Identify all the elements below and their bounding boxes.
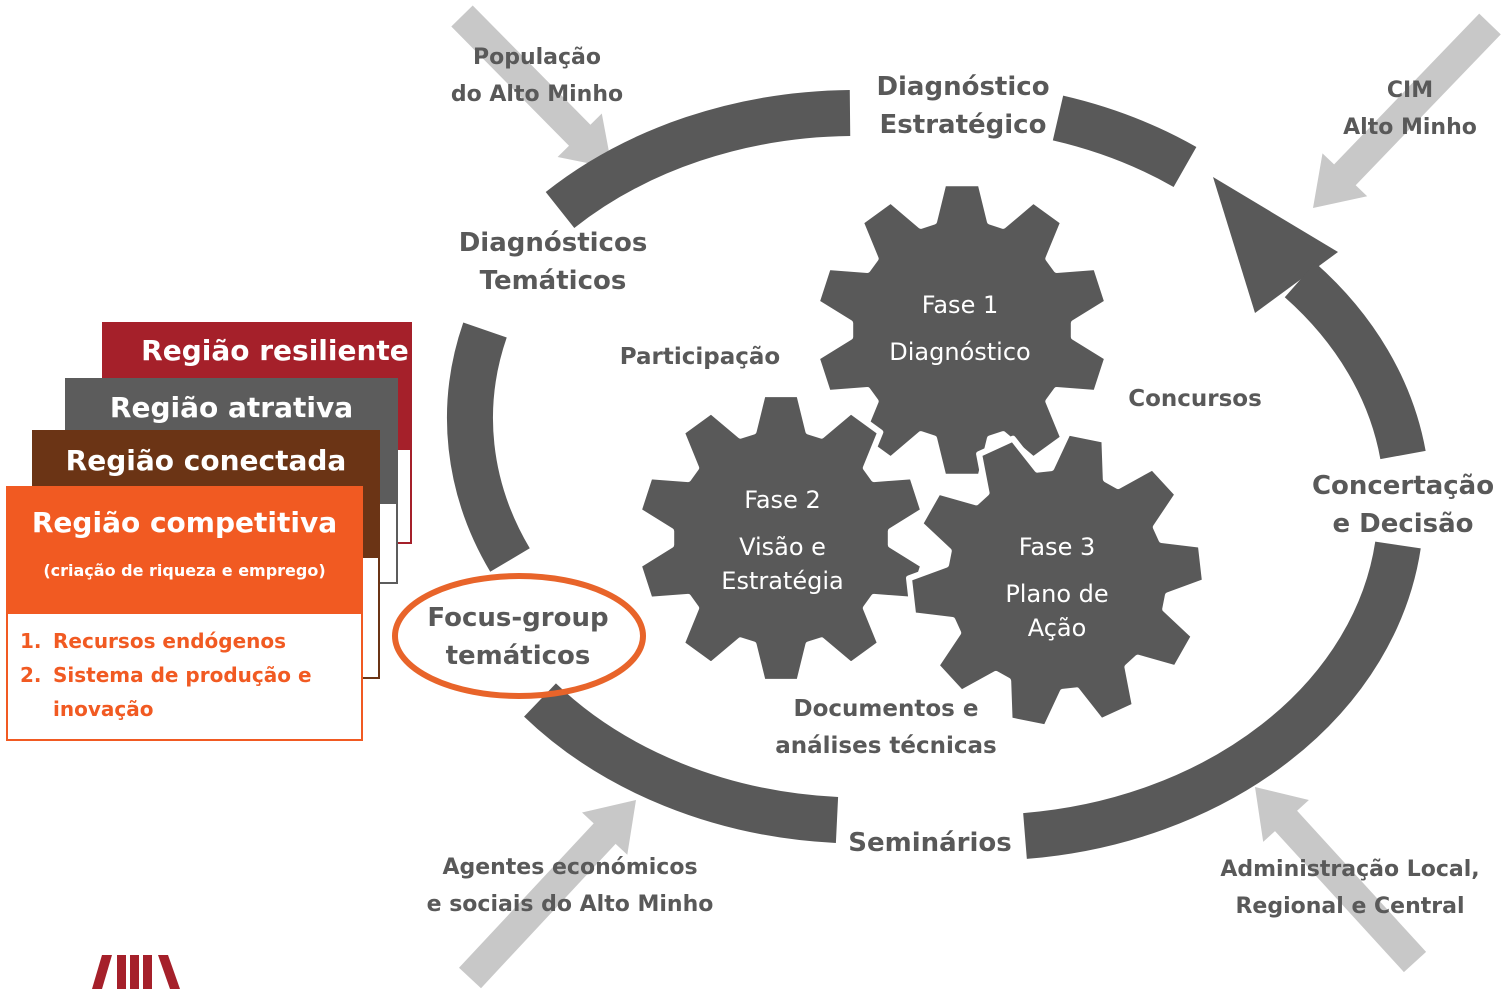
ring-segment-top-right: [1052, 95, 1197, 188]
label-line: Diagnósticos: [458, 228, 648, 258]
list-item-spacer: [20, 692, 53, 726]
card-competitiva-title: Região competitiva: [31, 506, 338, 539]
label-participacao: Participação: [619, 344, 781, 370]
label-line: Documentos e: [793, 696, 979, 722]
list-item-number: 1.: [20, 629, 42, 653]
label-line: Estratégico: [879, 110, 1047, 140]
gear-fase-1-label: Fase 1 Diagnóstico: [855, 288, 1065, 369]
label-concertacao: Concertação e Decisão: [1305, 467, 1501, 543]
ring-segment-bottom-right: [1023, 541, 1421, 859]
label-line: e Decisão: [1332, 509, 1474, 539]
label-line: temáticos: [445, 641, 591, 671]
label-line: e sociais do Alto Minho: [426, 892, 714, 917]
list-item: 1. Recursos endógenos: [20, 624, 361, 658]
label-diagnosticos-tematicos: Diagnósticos Temáticos: [440, 224, 666, 300]
gear-fase-2-label: Fase 2 Visão e Estratégia: [680, 483, 885, 598]
ring-arrowhead: [1213, 177, 1338, 313]
list-item: 2. Sistema de produção e: [20, 658, 361, 692]
cycle-ring: [446, 90, 1426, 859]
label-focus-group: Focus-group temáticos: [408, 599, 628, 675]
gear-line: Diagnóstico: [889, 338, 1031, 366]
competitiva-items-list: 1. Recursos endógenos 2. Sistema de prod…: [6, 614, 363, 741]
card-competitiva: Região competitiva (criação de riqueza e…: [6, 486, 363, 615]
ring-segment-left: [446, 322, 530, 572]
gear-line: Fase 1: [921, 291, 999, 319]
label-line: Regional e Central: [1235, 894, 1465, 919]
label-diagnostico-estrategico: Diagnóstico Estratégico: [858, 68, 1068, 144]
ring-segment-top-left: [545, 90, 851, 229]
logo-icon: [92, 955, 180, 989]
arrow-top-right: [1313, 13, 1501, 208]
label-line: do Alto Minho: [450, 82, 624, 107]
label-line: Administração Local,: [1220, 857, 1480, 882]
gear-line: Visão e: [739, 533, 826, 561]
list-item-text: inovação: [53, 697, 154, 721]
gear-fase-1: [813, 180, 1111, 480]
label-concursos: Concursos: [1128, 386, 1262, 412]
label-seminarios: Seminários: [848, 828, 1012, 858]
label-line: Alto Minho: [1343, 115, 1477, 140]
label-line: Focus-group: [427, 603, 609, 633]
label-line: CIM: [1386, 78, 1434, 103]
list-item-continuation: inovação: [20, 692, 361, 726]
arrow-bottom-left: [459, 800, 636, 989]
label-agentes: Agentes económicos e sociais do Alto Min…: [410, 849, 730, 923]
label-administracao: Administração Local, Regional e Central: [1200, 851, 1500, 925]
label-line: Diagnóstico: [876, 72, 1050, 102]
gear-fase-3: [906, 429, 1208, 731]
list-item-text: Recursos endógenos: [53, 629, 287, 653]
label-line: Concertação: [1311, 471, 1495, 501]
gear-line: Ação: [1027, 614, 1087, 642]
gear-line: Estratégia: [721, 567, 844, 595]
ring-segment-right: [1284, 262, 1426, 460]
ring-segment-bottom-left: [524, 683, 839, 843]
label-line: Agentes económicos: [442, 855, 698, 880]
gear-fase-2: [635, 391, 927, 685]
arrow-bottom-right: [1255, 787, 1427, 973]
list-item-text: Sistema de produção e: [53, 663, 312, 687]
gear-line: Plano de: [1005, 580, 1109, 608]
label-line: Temáticos: [479, 266, 627, 296]
label-documentos: Documentos e análises técnicas: [766, 691, 1006, 765]
gear-fase-3-label: Fase 3 Plano de Ação: [955, 530, 1159, 645]
gear-line: Fase 3: [1018, 533, 1096, 561]
external-arrows: [451, 5, 1501, 989]
gear-line: Fase 2: [744, 486, 821, 514]
label-populacao: População do Alto Minho: [428, 39, 646, 113]
focus-group-highlight-oval: [392, 573, 646, 699]
card-competitiva-subtitle: (criação de riqueza e emprego): [43, 561, 326, 580]
label-cim: CIM Alto Minho: [1320, 72, 1500, 146]
label-line: análises técnicas: [775, 733, 997, 759]
list-item-number: 2.: [20, 663, 42, 687]
arrow-top-left: [451, 5, 612, 168]
label-line: População: [472, 45, 602, 70]
gears: [635, 180, 1208, 731]
